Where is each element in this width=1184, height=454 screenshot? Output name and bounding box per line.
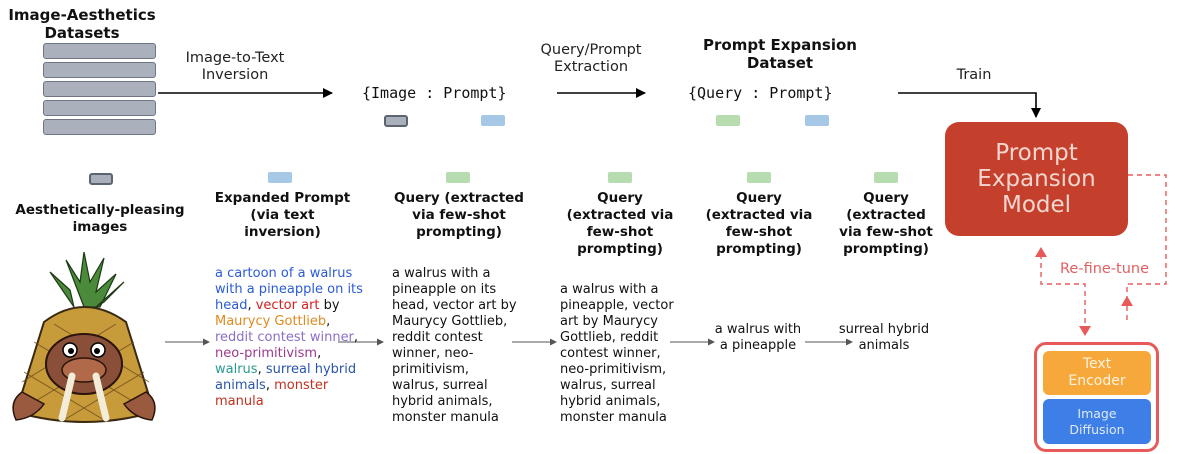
prompt-chip-2: [805, 115, 829, 126]
refine-model-head: [1035, 247, 1047, 257]
column-chip-prompt: [268, 172, 292, 183]
datasets-title: Image-Aesthetics Datasets: [8, 6, 156, 42]
text-encoder-block: Text Encoder: [1043, 351, 1151, 395]
train-arrow: [898, 92, 1041, 118]
image-diffusion-label: Image Diffusion: [1069, 405, 1125, 437]
expanded-prompt-text: a cartoon of a walrus with a pineapple o…: [215, 266, 365, 410]
prompt-part-tag: monster manula: [215, 378, 329, 409]
expansion-dataset-title: Prompt Expansion Dataset: [703, 36, 857, 72]
refine-up-head: [1121, 296, 1133, 306]
query-header-4: Query (extracted via few-shot prompting): [839, 190, 933, 257]
expanded-prompt-header: Expanded Prompt (via text inversion): [214, 190, 351, 240]
images-header: Aesthetically-pleasing images: [15, 202, 185, 235]
query-header-2: Query (extracted via few-shot prompting): [566, 190, 674, 257]
prompt-sep: by: [319, 298, 340, 313]
text-encoder-label: Text Encoder: [1068, 356, 1126, 389]
inversion-label: Image-to-Text Inversion: [185, 50, 285, 83]
query-prompt-pair: {Query : Prompt}: [688, 84, 833, 102]
query-header-3: Query (extracted via few-shot prompting): [705, 190, 813, 257]
prompt-sep: ,: [326, 314, 331, 329]
prompt-part-movement: neo-primitivism: [215, 346, 318, 361]
query-text-2: a walrus with a pineapple, vector art by…: [560, 282, 674, 425]
query-header-1: Query (extracted via few-shot prompting): [394, 190, 524, 240]
walrus-pineapple-image: [12, 252, 156, 423]
prompt-part-medium: vector art: [255, 298, 320, 313]
prompt-sep: ,: [317, 346, 322, 361]
model-label: Prompt Expansion Model: [977, 140, 1096, 218]
column-chip-query-2: [608, 172, 632, 183]
prompt-chip: [481, 115, 505, 126]
diffusion-model-frame: [1034, 342, 1159, 452]
prompt-expansion-model: Prompt Expansion Model: [945, 122, 1128, 236]
query-chip: [716, 115, 740, 126]
column-chip-query-4: [874, 172, 898, 183]
image-prompt-pair: {Image : Prompt}: [362, 84, 507, 102]
image-chip: [384, 115, 408, 127]
prompt-part-genre: surreal hybrid animals: [215, 362, 357, 393]
query-text-1: a walrus with a pineapple on its head, v…: [392, 266, 517, 425]
refine-label: Re-fine-tune: [1060, 261, 1150, 277]
refine-loop-right: [1126, 174, 1167, 303]
column-chip-image: [89, 173, 113, 185]
database-icon: [43, 43, 156, 143]
query-text-4: surreal hybrid animals: [838, 322, 930, 353]
prompt-part-subject: a cartoon of a walrus with a pineapple o…: [215, 266, 363, 313]
prompt-sep: ,: [353, 330, 359, 345]
prompt-part-site: reddit contest winner: [215, 330, 354, 345]
extraction-label: Query/Prompt Extraction: [540, 42, 642, 75]
train-label: Train: [956, 67, 992, 83]
image-diffusion-block: Image Diffusion: [1043, 399, 1151, 444]
query-text-3: a walrus with a pineapple: [714, 322, 802, 353]
prompt-sep: ,: [257, 362, 266, 377]
column-chip-query-3: [747, 172, 771, 183]
prompt-part-artist: Maurycy Gottlieb: [215, 314, 327, 329]
prompt-part-flavor: walrus: [215, 362, 258, 377]
refine-loop-left: [1040, 254, 1086, 336]
prompt-sep: ,: [265, 378, 275, 393]
column-chip-query-1: [446, 172, 470, 183]
refine-down-head: [1079, 326, 1091, 336]
prompt-sep: ,: [247, 298, 256, 313]
